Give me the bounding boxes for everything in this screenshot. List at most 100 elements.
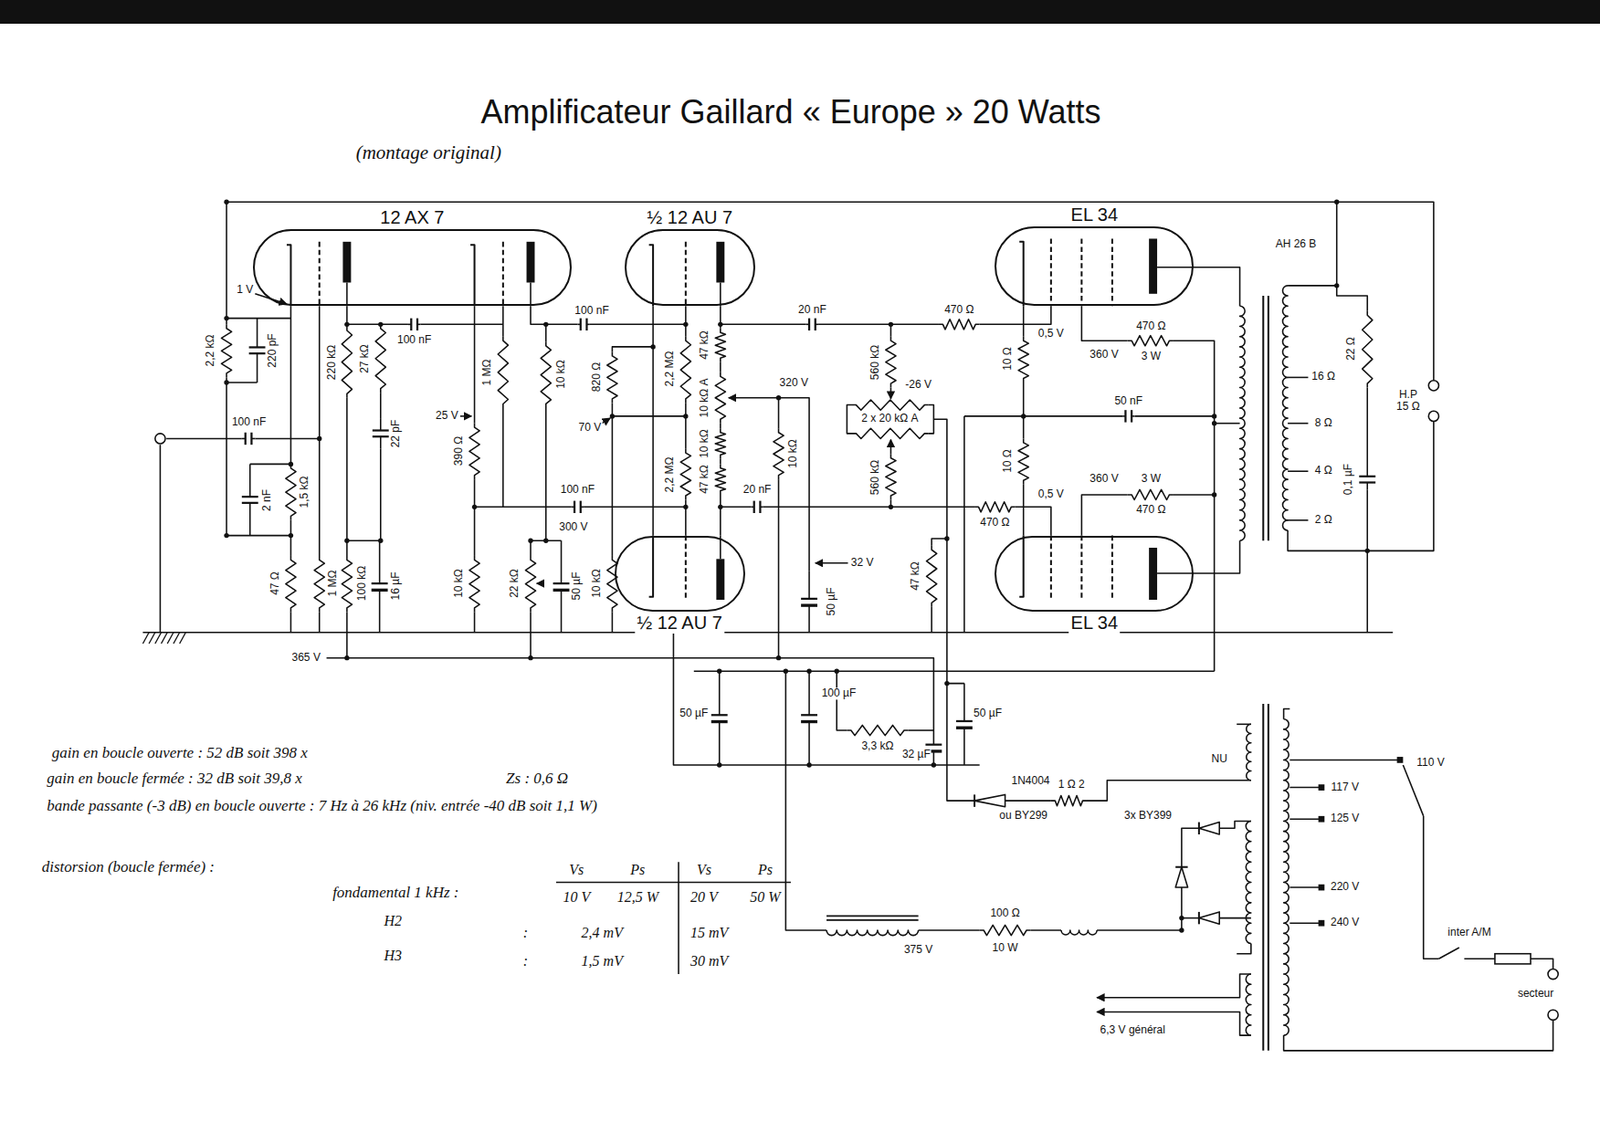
component-value: 50 µF	[972, 708, 1003, 721]
wire	[918, 929, 980, 932]
component-value: 360 V	[1088, 348, 1119, 361]
handwritten-note: gain en boucle ouverte : 52 dB soit 398 …	[51, 744, 309, 762]
junction-dot	[834, 669, 840, 674]
wire	[1463, 958, 1495, 961]
table-cell: :	[522, 926, 529, 943]
tube-grid	[318, 242, 321, 306]
table-cell: H2	[382, 913, 403, 930]
component-value: 470 Ω	[943, 304, 975, 316]
resistor-symbol	[314, 556, 325, 612]
wire	[1031, 929, 1063, 932]
tube-grid	[502, 242, 505, 306]
capacitor-plate	[242, 502, 259, 505]
component-value: 10 kΩ	[590, 568, 603, 600]
component-value: 220 V	[1329, 881, 1360, 894]
wire	[808, 571, 811, 600]
wire	[933, 730, 936, 746]
resistor-symbol	[680, 336, 691, 404]
wire	[318, 305, 321, 557]
resistor-symbol	[846, 725, 908, 736]
arrow-leader	[728, 397, 779, 400]
wire	[256, 318, 259, 348]
tube-envelope: ½ 12 AU 7	[624, 229, 756, 306]
tube-type: 12 AX 7	[378, 207, 446, 229]
diode-symbol	[1175, 867, 1188, 888]
wire	[379, 418, 382, 431]
wire	[347, 324, 409, 327]
junction-dot	[1334, 200, 1339, 205]
scan-border	[0, 0, 1600, 24]
junction-dot	[683, 413, 688, 419]
wire	[1366, 388, 1369, 470]
capacitor-plate	[956, 726, 973, 730]
component-value: 375 V	[903, 945, 934, 958]
wire	[226, 317, 291, 320]
wire	[808, 605, 811, 633]
wire	[963, 727, 966, 766]
wire	[249, 463, 252, 497]
wire	[420, 324, 504, 327]
capacitor-plate	[1124, 410, 1127, 422]
wire	[684, 305, 687, 337]
resistor-symbol	[885, 336, 896, 389]
component-value: 0,5 V	[1037, 488, 1065, 501]
resistor-symbol	[1127, 489, 1174, 500]
wire	[326, 658, 935, 731]
tube-anode	[1148, 238, 1158, 294]
junction-dot	[650, 344, 655, 349]
component-value: 20 nF	[797, 304, 828, 316]
wire	[963, 416, 966, 633]
handwritten-note: bande passante (-3 dB) en boucle ouverte…	[45, 797, 599, 815]
wire	[250, 463, 292, 466]
resistor-symbol	[221, 324, 232, 378]
table-cell: Ps	[629, 862, 646, 879]
wire	[529, 611, 532, 658]
component-value: 240 V	[1329, 917, 1360, 930]
capacitor-plate	[808, 318, 811, 331]
choke-core	[826, 919, 919, 922]
arrow-leader	[890, 440, 893, 455]
tube-type: EL 34	[1069, 612, 1121, 634]
wire	[1236, 944, 1252, 955]
fuse-symbol	[1494, 954, 1531, 965]
wire	[1287, 470, 1308, 473]
component-value: 50 µF	[571, 571, 584, 602]
component-value: 10 kΩ	[698, 428, 711, 460]
wire	[226, 381, 258, 384]
capacitor-plate	[925, 744, 942, 747]
wire	[1015, 506, 1052, 536]
component-value: 50 nF	[1113, 396, 1144, 409]
wire	[1157, 540, 1241, 574]
junction-dot	[472, 505, 477, 510]
resistor-symbol	[715, 463, 726, 495]
resistor-symbol	[469, 423, 480, 480]
wire	[928, 405, 935, 434]
component-value: 6,3 V général	[1099, 1024, 1167, 1037]
diode-symbol	[974, 794, 1006, 807]
terminal	[1428, 410, 1439, 422]
wire	[589, 324, 686, 327]
resistor-symbol	[375, 324, 386, 393]
component-value: 22 kΩ	[509, 568, 522, 600]
resistor-symbol	[715, 372, 726, 424]
wire	[718, 671, 721, 716]
junction-dot	[223, 533, 229, 538]
component-value: 25 V	[434, 410, 460, 422]
capacitor-plate	[814, 318, 817, 331]
capacitor-plate	[800, 720, 818, 724]
wire	[818, 324, 939, 327]
junction-dot	[288, 533, 294, 538]
tube-type: EL 34	[1069, 204, 1121, 226]
selector-contact	[1318, 920, 1326, 927]
resistor-symbol	[469, 556, 480, 612]
wire	[719, 362, 722, 373]
diode-symbol	[1199, 822, 1220, 835]
component-value: 16 Ω	[1310, 371, 1337, 384]
junction-dot	[223, 315, 229, 321]
wire	[529, 283, 532, 307]
wire	[1423, 816, 1440, 959]
junction-dot	[1365, 548, 1370, 554]
capacitor-plate	[416, 318, 419, 331]
table-cell: 2,4 mV	[580, 926, 624, 943]
